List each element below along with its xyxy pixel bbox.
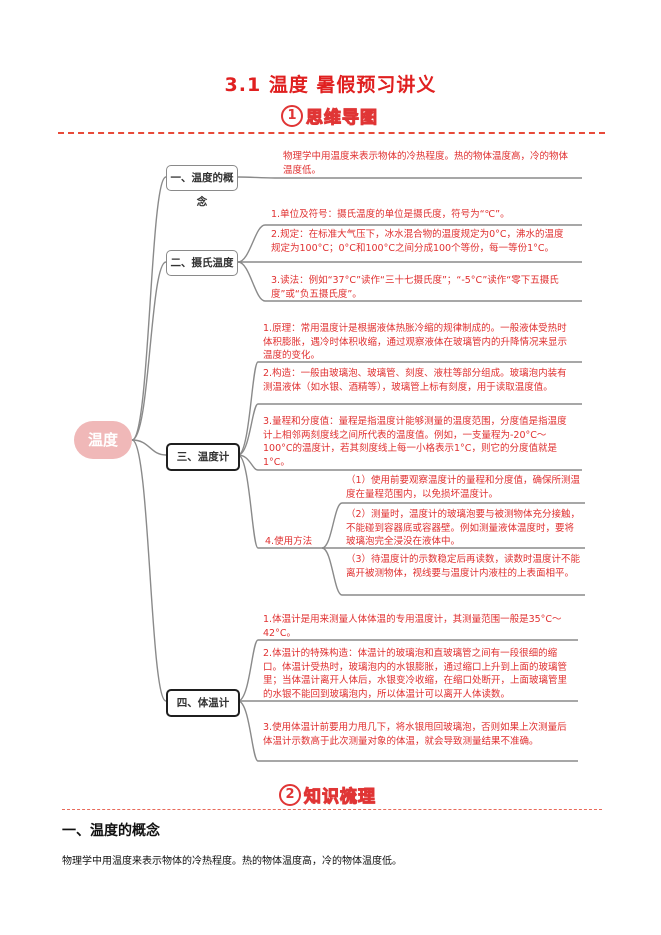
node-celsius: 二、摄氏温度 — [166, 250, 238, 276]
page-title: 3.1 温度 暑假预习讲义 — [224, 74, 437, 96]
connector-clin-3 — [237, 700, 578, 762]
leaf-usage-step-1: （1）使用前要观察温度计的量程和分度值，确保所测温度在量程范围内，以免损坏温度计… — [346, 475, 581, 500]
leaf-celsius-rule: 2.规定：在标准大气压下，冰水混合物的温度规定为0°C，沸水的温度规定为100°… — [271, 229, 564, 254]
connector-root-thermometer — [131, 439, 167, 456]
mindmap-root: 温度 — [74, 421, 132, 459]
connector-usage-3 — [321, 547, 585, 596]
section-number: 2 — [279, 783, 301, 806]
leaf-usage-step-3: （3）待温度计的示数稳定后再读数，读数时温度计不能离开被测物体，视线要与温度计内… — [346, 554, 581, 579]
connector-root-concept — [131, 176, 167, 441]
leaf-celsius-reading: 3.读法：例如“37°C”读作“三十七摄氏度”；“-5°C”读作“零下五摄氏度”… — [271, 275, 559, 300]
section-number: 1 — [281, 104, 303, 127]
node-clinical-thermometer: 四、体温计 — [166, 689, 240, 717]
connector-therm-3 — [237, 454, 582, 471]
leaf-clin-structure: 2.体温计的特殊构造：体温计的玻璃泡和直玻璃管之间有一段很细的缩口。体温计受热时… — [263, 648, 568, 700]
connector-root-clinical — [131, 439, 167, 702]
connector-usage-1 — [321, 502, 585, 549]
leaf-clin-usage: 3.使用体温计前要用力甩几下，将水银甩回玻璃泡，否则如果上次测量后体温计示数高于… — [263, 722, 567, 747]
connector-concept-leaf — [237, 176, 582, 179]
leaf-celsius-unit: 1.单位及符号：摄氏温度的单位是摄氏度，符号为“℃”。 — [271, 209, 510, 220]
node-temperature-concept: 一、温度的概念 — [166, 165, 238, 208]
section-divider — [58, 132, 605, 134]
connector-celsius-3 — [237, 261, 582, 302]
leaf-clin-range: 1.体温计是用来测量人体体温的专用温度计，其测量范围一般是35°C～42°C。 — [263, 614, 562, 639]
leaf-therm-structure: 2.构造：一般由玻璃泡、玻璃管、刻度、液柱等部分组成。玻璃泡内装有测温液体（如水… — [263, 368, 567, 393]
leaf-therm-usage-label: 4.使用方法 — [265, 536, 313, 547]
section-divider — [62, 809, 602, 810]
section-badge-knowledge: 2 知识梳理 — [279, 782, 376, 808]
connector-therm-1 — [237, 361, 582, 456]
leaf-therm-range: 3.量程和分度值：量程是指温度计能够测量的温度范围，分度值是指温度计上相邻两刻度… — [263, 416, 567, 468]
mindmap-connectors — [131, 176, 585, 762]
section-label: 知识梳理 — [304, 787, 376, 808]
leaf-therm-principle: 1.原理：常用温度计是根据液体热胀冷缩的规律制成的。一般液体受热时体积膨胀，遇冷… — [263, 323, 568, 361]
section-badge-mindmap: 1 思维导图 — [281, 103, 378, 129]
connector-therm-2 — [237, 403, 582, 456]
connector-therm-4 — [237, 454, 322, 549]
node-thermometer: 三、温度计 — [166, 443, 240, 471]
leaf-usage-step-2: （2）测量时，温度计的玻璃泡要与被测物体充分接触，不能碰到容器底或容器壁。例如测… — [346, 509, 581, 547]
section-heading: 一、温度的概念 — [62, 823, 160, 839]
body-paragraph: 物理学中用温度来表示物体的冷热程度。热的物体温度高，冷的物体温度低。 — [62, 856, 402, 867]
connector-clin-1 — [237, 639, 578, 702]
connector-root-celsius — [131, 261, 167, 441]
connector-celsius-1 — [237, 224, 582, 263]
section-label: 思维导图 — [306, 108, 378, 129]
leaf-concept: 物理学中用温度来表示物体的冷热程度。热的物体温度高，冷的物体温度低。 — [283, 151, 569, 176]
